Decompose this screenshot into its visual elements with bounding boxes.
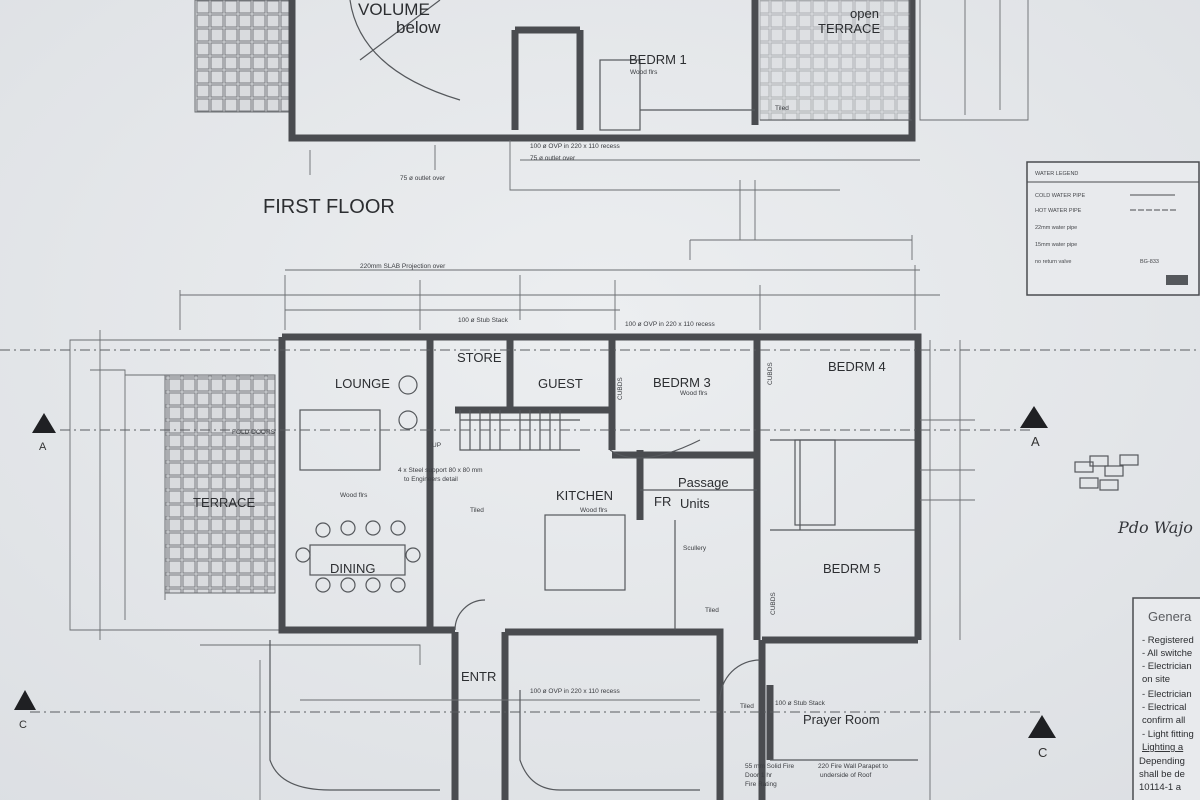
annotation: Tiled [470, 507, 484, 514]
label-units: Units [680, 496, 710, 511]
legend-row: 22mm water pipe [1035, 225, 1077, 231]
svg-text:shall be de: shall be de [1139, 769, 1185, 780]
tiled-area [194, 0, 291, 113]
terrace-tiles [164, 374, 276, 594]
water-legend: WATER LEGEND COLD WATER PIPE HOT WATER P… [1026, 161, 1200, 296]
room-label-store: STORE [457, 350, 502, 365]
svg-text:10114-1 a: 10114-1 a [1139, 782, 1182, 793]
room-label-dining: DINING [330, 561, 376, 576]
legend-row: COLD WATER PIPE [1035, 193, 1085, 199]
label-cupboards: CUBDS [770, 592, 777, 615]
room-label-bedrm5: BEDRM 5 [823, 561, 881, 576]
room-label-bedrm4: BEDRM 4 [828, 359, 886, 374]
room-label-bedrm1: BEDRM 1 [629, 52, 687, 67]
annotation: Fire Rating [745, 781, 777, 788]
floor-note: Wood flrs [630, 69, 658, 76]
room-label-scullery: Scullery [683, 545, 707, 552]
section-marker-a-right: A [1020, 406, 1048, 449]
svg-text:Depending: Depending [1139, 756, 1185, 767]
svg-text:confirm all: confirm all [1142, 715, 1185, 726]
annotation: 55 mm Solid Fire [745, 763, 795, 770]
room-label-passage: Passage [678, 475, 729, 490]
section-marker-c-left: C [14, 690, 36, 731]
annotation: 100 ø Stub Stack [458, 317, 509, 324]
room-label-terrace: TERRACE [193, 495, 255, 510]
room-label-terrace-first: TERRACE [818, 21, 880, 36]
legend-row: HOT WATER PIPE [1035, 208, 1082, 214]
room-label-lounge: LOUNGE [335, 376, 390, 391]
room-label-prayer-room: Prayer Room [803, 712, 880, 727]
room-label-kitchen: KITCHEN [556, 488, 613, 503]
room-label-volume: VOLUME [358, 0, 430, 19]
legend-row: 15mm water pipe [1035, 242, 1077, 248]
svg-text:on site: on site [1142, 674, 1170, 685]
first-floor-title: FIRST FLOOR [263, 196, 395, 218]
annotation: 100 ø OVP in 220 x 110 recess [530, 143, 620, 150]
svg-text:- All switche: - All switche [1142, 648, 1192, 659]
annotation: 220 Fire Wall Parapet to [818, 763, 888, 770]
annotation: Tiled [775, 105, 789, 112]
engineer-stamp-logo [1074, 454, 1139, 491]
svg-text:C: C [1038, 745, 1047, 760]
ground-floor-plan [69, 265, 975, 800]
annotation: Door 1 hr [745, 772, 773, 779]
section-marker-c-right: C [1028, 715, 1056, 760]
svg-text:- Registered: - Registered [1142, 635, 1194, 646]
svg-text:Lighting a: Lighting a [1142, 742, 1184, 753]
valve-code: BG-833 [1140, 259, 1159, 265]
stair-up-label: UP [432, 442, 441, 449]
svg-text:- Electrical: - Electrical [1142, 702, 1186, 713]
room-label-entrance: ENTR [461, 669, 496, 684]
label-fridge: FR [654, 494, 671, 509]
legend-row: no return valve [1035, 259, 1071, 265]
annotation: 75 ø outlet over [530, 155, 576, 162]
annotation: Tiled [740, 703, 754, 710]
annotation: underside of Roof [820, 772, 872, 779]
svg-text:A: A [39, 441, 47, 453]
svg-text:- Electrician: - Electrician [1142, 661, 1192, 672]
label-cupboards: CUBDS [617, 377, 624, 400]
svg-text:A: A [1031, 434, 1040, 449]
annotation: 100 ø OVP in 220 x 110 recess [625, 321, 715, 328]
svg-text:- Light fitting: - Light fitting [1142, 729, 1194, 740]
annotation: 220mm SLAB Projection over [360, 263, 446, 270]
annotation: 100 ø Stub Stack [775, 700, 826, 707]
signature: Pdo Wajo [1117, 518, 1193, 537]
annotation: Wood flrs [580, 507, 608, 514]
annotation: Wood flrs [680, 390, 708, 397]
general-notes: Genera - Registered - All switche - Elec… [1132, 597, 1200, 800]
annotation: Wood flrs [340, 492, 368, 499]
room-label-guest: GUEST [538, 376, 583, 391]
annotation: to Engineers detail [404, 476, 458, 483]
svg-text:C: C [19, 719, 27, 731]
svg-text:- Electrician: - Electrician [1142, 689, 1192, 700]
room-label-volume-below: below [396, 18, 441, 37]
annotation: Tiled [705, 607, 719, 614]
room-label-open: open [850, 6, 879, 21]
annotation: 100 ø OVP in 220 x 110 recess [530, 688, 620, 695]
section-marker-a-left: A [32, 413, 56, 453]
annotation: FOLD DOORS [232, 429, 276, 436]
room-label-bedrm3: BEDRM 3 [653, 375, 711, 390]
annotation: 4 x Steel support 80 x 80 mm [398, 467, 483, 474]
svg-text:Genera: Genera [1148, 609, 1192, 624]
first-floor-plan: VOLUME below BEDRM 1 Wood flrs open TERR… [194, 0, 1029, 218]
annotation: 75 ø outlet over [400, 175, 446, 182]
legend-title: WATER LEGEND [1035, 171, 1078, 177]
label-cupboards: CUBDS [767, 362, 774, 385]
